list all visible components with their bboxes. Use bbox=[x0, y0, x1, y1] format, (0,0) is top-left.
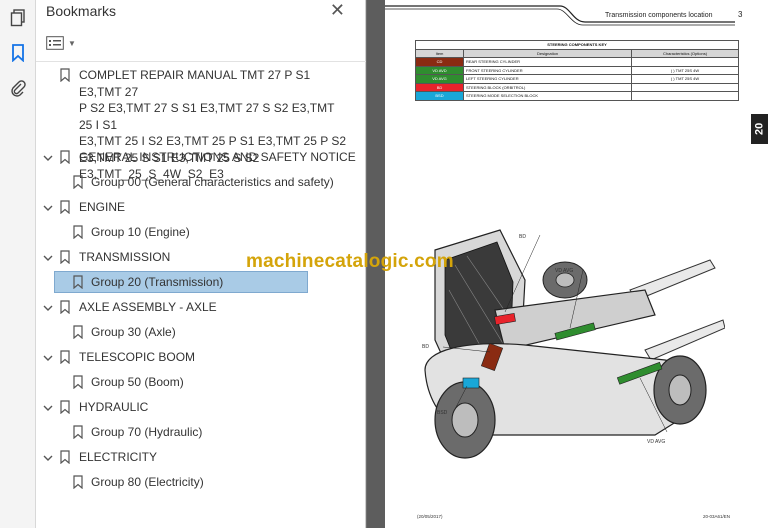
list-options-icon bbox=[46, 36, 64, 50]
page-footer-date: (20/05/2017) bbox=[417, 514, 443, 519]
table-cell bbox=[631, 91, 739, 101]
chevron-down-icon: ▼ bbox=[68, 38, 76, 48]
item-swatch: BSD bbox=[415, 91, 464, 101]
table-row: BD STEERING BLOCK (ORBITROL) bbox=[415, 82, 739, 92]
bookmark-flag-icon bbox=[60, 400, 70, 414]
bookmark-flag-icon bbox=[60, 200, 70, 214]
bookmark-flag-icon bbox=[60, 350, 70, 364]
bookmark-flag-icon bbox=[60, 68, 70, 82]
table-caption: STEERING COMPONENTS KEY bbox=[415, 40, 739, 50]
attachment-icon[interactable] bbox=[6, 76, 30, 100]
close-icon[interactable]: ✕ bbox=[329, 0, 345, 20]
bookmark-item-group-10[interactable]: Group 10 (Engine) bbox=[91, 225, 190, 239]
bookmark-item-complete-manual[interactable]: COMPLET REPAIR MANUAL TMT 27 P S1 E3,TMT… bbox=[79, 67, 349, 183]
bookmark-item-axle[interactable]: AXLE ASSEMBLY - AXLE bbox=[79, 300, 217, 314]
table-cell: STEERING BLOCK (ORBITROL) bbox=[462, 82, 633, 92]
bookmark-label-line: COMPLET REPAIR MANUAL TMT 27 P S1 E3,TMT… bbox=[79, 68, 311, 99]
bookmark-flag-icon bbox=[60, 450, 70, 464]
bookmark-label-line: E3,TMT 25 S S1 E3,TMT 25 S S2 bbox=[79, 150, 260, 165]
item-swatch: VD AVD bbox=[415, 65, 464, 75]
bookmark-item-group-20[interactable]: Group 20 (Transmission) bbox=[91, 275, 224, 289]
bookmark-options-button[interactable]: ▼ bbox=[46, 33, 80, 53]
page-footer-ref: 20-03A61/EN bbox=[703, 514, 731, 519]
callout-bd: BD bbox=[422, 344, 429, 350]
selected-bookmark-highlight bbox=[54, 271, 308, 293]
bookmark-item-group-00[interactable]: Group 00 (General characteristics and sa… bbox=[91, 175, 334, 189]
bookmark-flag-icon bbox=[73, 425, 83, 439]
bookmark-item-hydraulic[interactable]: HYDRAULIC bbox=[79, 400, 149, 414]
divider bbox=[36, 61, 366, 62]
bookmark-item-group-50[interactable]: Group 50 (Boom) bbox=[91, 375, 184, 389]
table-header: Designation bbox=[462, 48, 633, 58]
header-swoosh bbox=[385, 5, 735, 26]
bookmark-item-engine[interactable]: ENGINE bbox=[79, 200, 126, 214]
page-header-title: Transmission components location bbox=[605, 12, 713, 19]
table-row: VD AVD FRONT STEERING CYLINDER ( ) TMT 2… bbox=[415, 65, 739, 75]
bookmark-flag-icon bbox=[73, 475, 83, 489]
chevron-down-icon[interactable] bbox=[42, 402, 54, 414]
item-swatch: BD bbox=[415, 82, 464, 92]
bookmark-item-transmission[interactable]: TRANSMISSION bbox=[79, 250, 171, 264]
bookmark-flag-icon bbox=[60, 300, 70, 314]
bookmark-item-electricity[interactable]: ELECTRICITY bbox=[79, 450, 158, 464]
pages-icon[interactable] bbox=[6, 6, 30, 30]
chevron-down-icon[interactable] bbox=[42, 352, 54, 364]
bookmark-flag-icon bbox=[73, 225, 83, 239]
chevron-down-icon[interactable] bbox=[42, 202, 54, 214]
bookmarks-panel: Bookmarks ✕ ▼ bbox=[36, 0, 366, 528]
table-cell: LEFT STEERING CYLINDER bbox=[462, 74, 633, 84]
panel-title: Bookmarks bbox=[46, 3, 117, 19]
bookmark-label-line: E3,TMT 25 I S2 E3,TMT 25 P S1 E3,TMT 25 … bbox=[79, 134, 347, 148]
bookmark-flag-icon bbox=[73, 375, 83, 389]
table-row: BSD STEERING MODE SELECTION BLOCK bbox=[415, 91, 739, 101]
table-cell: STEERING MODE SELECTION BLOCK bbox=[462, 91, 633, 101]
callout-bsd: BSD bbox=[437, 410, 448, 416]
bookmark-flag-icon bbox=[73, 275, 83, 289]
telehandler-illustration bbox=[424, 229, 725, 459]
callout-bd: BD bbox=[519, 234, 526, 240]
table-header: Characteristics (Options) bbox=[631, 48, 739, 58]
chevron-down-icon[interactable] bbox=[42, 452, 54, 464]
table-cell: ( ) TMT 25S 4W bbox=[631, 74, 739, 84]
bookmark-flag-icon bbox=[60, 250, 70, 264]
bookmark-item-group-80[interactable]: Group 80 (Electricity) bbox=[91, 475, 204, 489]
section-tab: 20 bbox=[751, 114, 768, 144]
table-cell: FRONT STEERING CYLINDER bbox=[462, 65, 633, 75]
bookmark-item-group-70[interactable]: Group 70 (Hydraulic) bbox=[91, 425, 203, 439]
item-swatch: VD AVG bbox=[415, 74, 464, 84]
callout-vd-avg: VD AVG bbox=[647, 439, 666, 445]
bookmark-item-general[interactable]: GENERAL INSTRUCTIONS AND SAFETY NOTICE bbox=[79, 150, 356, 164]
bookmark-label-line: P S2 E3,TMT 27 S S1 E3,TMT 27 S S2 E3,TM… bbox=[79, 101, 335, 132]
bookmark-icon[interactable] bbox=[6, 41, 30, 65]
table-row: CD REAR STEERING CYLINDER bbox=[415, 57, 739, 67]
components-key-table: STEERING COMPONENTS KEY Item Designation… bbox=[415, 40, 739, 101]
table-cell bbox=[631, 82, 739, 92]
chevron-down-icon[interactable] bbox=[42, 302, 54, 314]
callout-vd-avg: VD AVG bbox=[555, 268, 574, 274]
chevron-down-icon[interactable] bbox=[42, 252, 54, 264]
table-header: Item bbox=[415, 48, 464, 58]
table-cell: ( ) TMT 25S 4W bbox=[631, 65, 739, 75]
bookmark-flag-icon bbox=[73, 175, 83, 189]
table-row: VD AVG LEFT STEERING CYLINDER ( ) TMT 25… bbox=[415, 74, 739, 84]
bookmark-flag-icon bbox=[60, 150, 70, 164]
table-cell: REAR STEERING CYLINDER bbox=[462, 57, 633, 67]
watermark: machinecatalogic.com bbox=[246, 251, 454, 272]
bookmark-label-line: E3,TMT_25_S_4W_S2_E3 bbox=[79, 167, 224, 181]
item-swatch: CD bbox=[415, 57, 464, 67]
page-number: 3 bbox=[738, 10, 743, 19]
bookmark-item-boom[interactable]: TELESCOPIC BOOM bbox=[79, 350, 196, 364]
table-cell bbox=[631, 57, 739, 67]
pdf-page: Transmission components location 3 20 ST… bbox=[385, 0, 768, 528]
bookmark-item-group-30[interactable]: Group 30 (Axle) bbox=[91, 325, 176, 339]
chevron-down-icon[interactable] bbox=[42, 152, 54, 164]
bookmark-flag-icon bbox=[73, 325, 83, 339]
tool-rail bbox=[0, 0, 36, 528]
viewer-gutter bbox=[367, 0, 385, 528]
